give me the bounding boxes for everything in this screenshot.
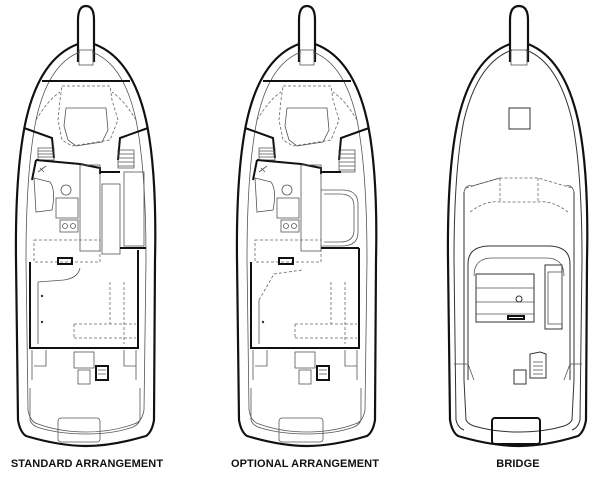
standard-arrangement-plan bbox=[0, 0, 200, 452]
bridge-caption: BRIDGE bbox=[496, 458, 540, 470]
standard-arrangement-drawing bbox=[14, 4, 157, 448]
standard-arrangement-caption: STANDARD ARRANGEMENT bbox=[10, 458, 164, 470]
bridge-drawing bbox=[446, 4, 589, 448]
optional-arrangement-plan bbox=[222, 0, 412, 452]
bridge-plan bbox=[430, 0, 600, 452]
optional-arrangement-caption: OPTIONAL ARRANGEMENT bbox=[230, 458, 380, 470]
optional-arrangement-drawing bbox=[235, 4, 378, 448]
